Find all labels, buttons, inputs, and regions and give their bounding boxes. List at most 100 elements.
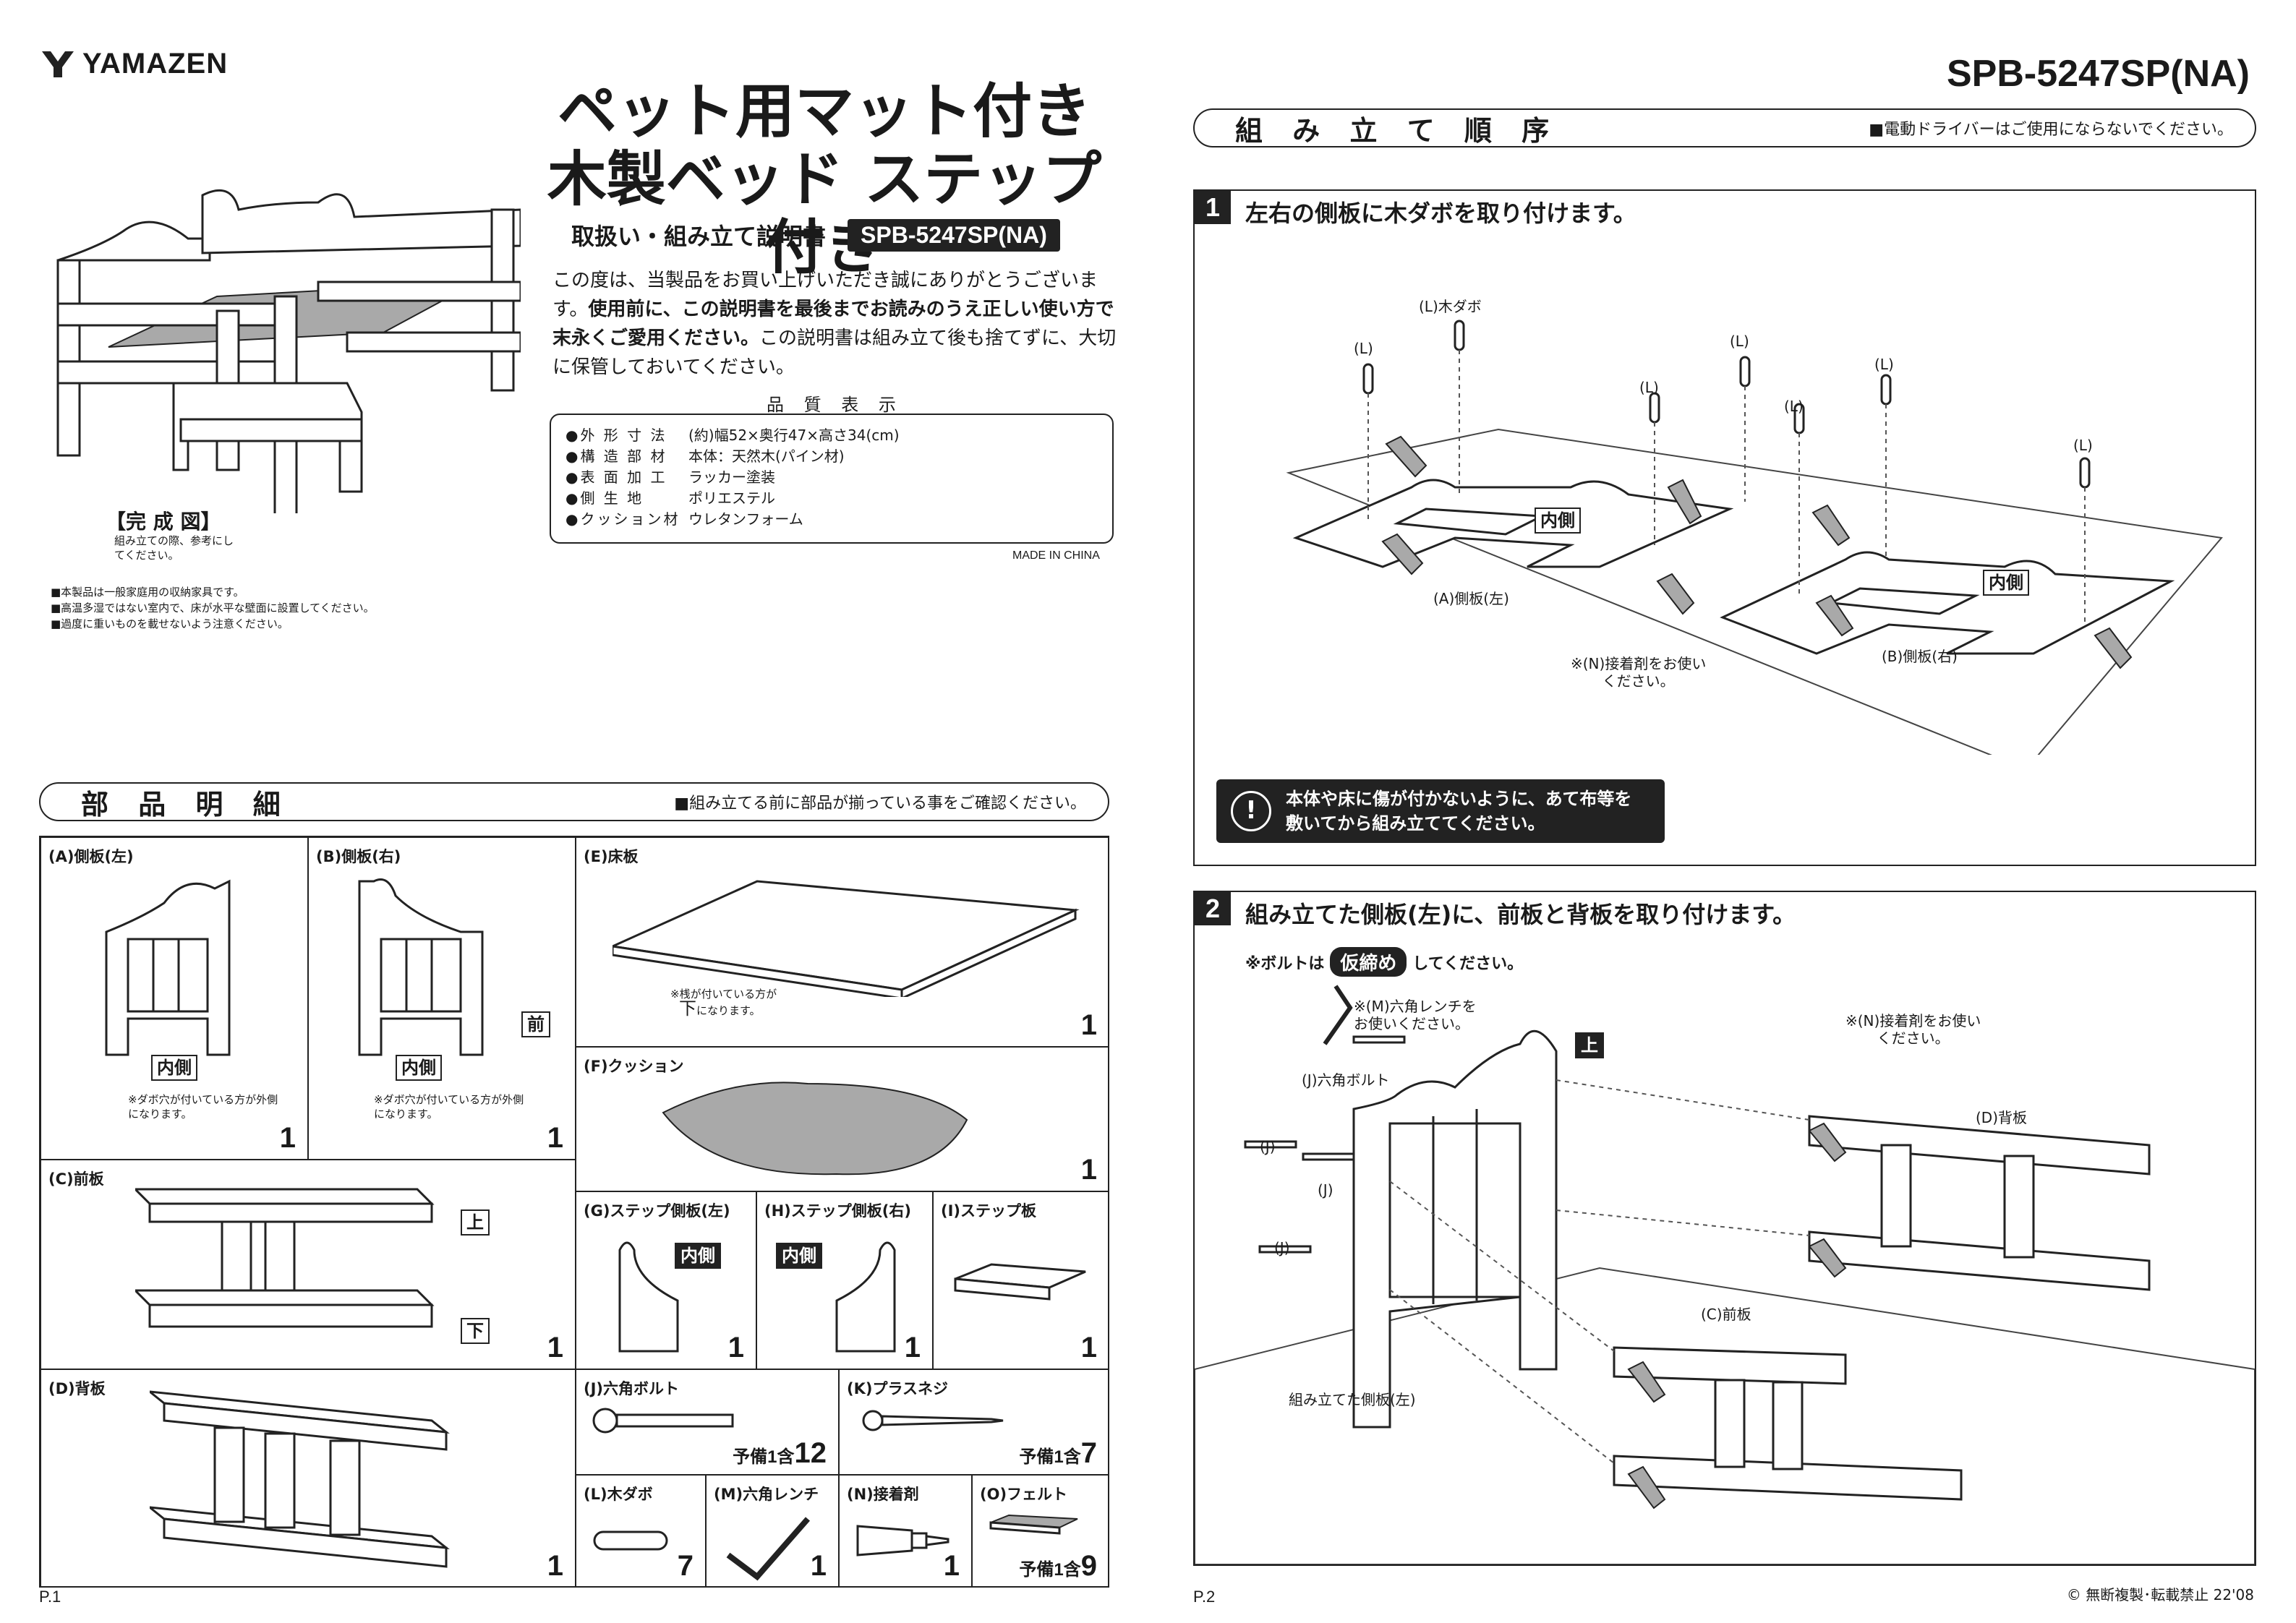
inner-tag: 内側 — [1983, 570, 2029, 596]
document-title: ペット用マット付き 木製ベッド ステップ付き — [521, 78, 1128, 282]
inner-tag: 内側 — [776, 1243, 822, 1269]
quality-row: ●外 形 寸 法(約)幅52×奥行47×高さ34(cm) — [566, 425, 1098, 446]
part-c: (C)前板 上 下 1 — [40, 1160, 576, 1369]
part-qty: 1 — [279, 1122, 296, 1154]
part-m: (M)六角レンチ 1 — [706, 1475, 839, 1588]
part-b-drawing — [358, 878, 484, 1056]
dowel-icon — [593, 1530, 668, 1551]
part-o: (O)フェルト 予備1含9 — [972, 1475, 1109, 1588]
part-i-drawing — [954, 1263, 1086, 1301]
quality-value: 本体：天然木(パイン材) — [688, 447, 845, 465]
quality-row: ●クッション材ウレタンフォーム — [566, 509, 1098, 530]
step-2-diagram — [1195, 985, 2255, 1564]
hex-wrench-icon — [726, 1517, 811, 1581]
l-label: (L) — [1730, 333, 1749, 350]
part-label: (H)ステップ側板(右) — [764, 1202, 911, 1220]
bottom-tag: 下 — [461, 1318, 490, 1344]
part-label: (B)側板(右) — [316, 848, 401, 865]
part-label: (K)プラスネジ — [847, 1380, 949, 1397]
caution-banner: ! 本体や床に傷が付かないように、あて布等を 敷いてから組み立ててください。 — [1216, 779, 1665, 843]
quality-value: ウレタンフォーム — [688, 510, 803, 528]
part-label: (N)接着剤 — [847, 1486, 919, 1503]
l-label: (L) — [1874, 356, 1894, 373]
spare-label: 予備1含 — [1019, 1560, 1081, 1580]
part-label: (O)フェルト — [980, 1486, 1068, 1503]
part-qty: 1 — [547, 1550, 563, 1582]
note-line: ■本製品は一般家庭用の収納家具です。 — [51, 586, 244, 599]
dowel-label: (L)木ダボ — [1419, 298, 1482, 315]
assembly-section-header: 組 み 立 て 順 序 ■電動ドライバーはご使用にならないでください。 — [1193, 108, 2256, 147]
yamazen-logo-icon — [42, 51, 74, 77]
part-label: (L)木ダボ — [584, 1486, 653, 1503]
l-label: (L) — [1354, 340, 1373, 357]
hex-bolt-icon — [592, 1408, 734, 1434]
parts-heading: 部 品 明 細 — [81, 788, 291, 821]
quality-row: ●構 造 部 材 本体：天然木(パイン材) — [566, 446, 1098, 467]
part-l: (L)木ダボ 7 — [576, 1475, 706, 1588]
part-d-drawing — [150, 1390, 450, 1568]
qty-value: 9 — [1080, 1550, 1097, 1582]
step-title: 左右の側板に木ダボを取り付けます。 — [1245, 200, 1636, 227]
part-qty: 1 — [1080, 1154, 1097, 1186]
inner-tag: 内側 — [396, 1055, 442, 1081]
subtitle: 取扱い・組み立て説明書 — [571, 223, 827, 250]
part-e: (E)床板 ※桟が付いている方が 下になります。 1 — [576, 837, 1109, 1047]
part-qty: 1 — [547, 1122, 563, 1154]
part-f: (F)クッション 1 — [576, 1047, 1109, 1191]
part-n: (N)接着剤 1 — [839, 1475, 972, 1588]
general-notes: ■本製品は一般家庭用の収納家具です。 ■高温多湿ではない室内で、床が水平な壁面に… — [51, 584, 375, 632]
quality-key: ●表 面 加 工 — [566, 468, 667, 486]
glue-note: ※(N)接着剤をお使い ください。 — [1845, 1012, 1981, 1047]
part-b: (B)側板(右) 内側 前 ※ダボ穴が付いている方が外側になります。 1 — [308, 837, 576, 1160]
l-label: (L) — [1639, 379, 1659, 396]
quality-value: ラッカー塗装 — [688, 468, 775, 486]
j-label: (J) — [1274, 1239, 1290, 1256]
back-panel-label: (D)背板 — [1976, 1109, 2028, 1126]
part-label: (M)六角レンチ — [714, 1486, 819, 1503]
glue-note-line2: ください。 — [1602, 672, 1675, 690]
qty-value: 12 — [794, 1437, 827, 1469]
top-tag: 上 — [1575, 1032, 1604, 1058]
part-label: (A)側板(左) — [48, 848, 134, 865]
intro-p2: 使用前に、この説明書を最後までお読みのうえ正しい使い方で末永くご愛用ください。 — [552, 299, 1114, 349]
part-e-drawing — [613, 880, 1080, 997]
part-qty: 予備1含9 — [1019, 1550, 1097, 1583]
wrench-note: ※(M)六角レンチを お使いください。 — [1354, 998, 1477, 1032]
part-a-drawing — [105, 879, 231, 1056]
part-qty: 1 — [1080, 1332, 1097, 1363]
bolt-pre: ※ボルトは — [1245, 954, 1325, 973]
part-e-note2: 下になります。 — [679, 1000, 761, 1018]
side-b-label: (B)側板(右) — [1882, 648, 1958, 665]
made-in: MADE IN CHINA — [1012, 549, 1100, 562]
quality-box: ●外 形 寸 法(約)幅52×奥行47×高さ34(cm) ●構 造 部 材 本体：… — [550, 414, 1114, 544]
qty-value: 7 — [1080, 1437, 1097, 1469]
j-label: (J) — [1318, 1181, 1333, 1199]
parts-section-header: 部 品 明 細 ■組み立てる前に部品が揃っている事をご確認ください。 — [39, 782, 1109, 821]
j-label: (J) — [1260, 1138, 1276, 1155]
assembly-note: ■電動ドライバーはご使用にならないでください。 — [1869, 121, 2233, 139]
intro-p1: この度は、当製品をお買い上げいただき誠にありがとうございます。 — [552, 270, 1098, 320]
quality-row: ●表 面 加 工 ラッカー塗装 — [566, 467, 1098, 488]
felt-pad-icon — [989, 1514, 1078, 1535]
step-title: 組み立てた側板(左)に、前板と背板を取り付けます。 — [1245, 901, 1796, 928]
part-qty: 7 — [677, 1550, 694, 1582]
intro-p3: この説明書は組み立て後も捨てずに、大切に保管しておいてください。 — [552, 327, 1117, 378]
step-2: 2 組み立てた側板(左)に、前板と背板を取り付けます。 ※ボルトは 仮締め して… — [1193, 891, 2256, 1566]
part-label: (J)六角ボルト — [584, 1380, 680, 1397]
quality-row: ●側 生 地ポリエステル — [566, 488, 1098, 509]
part-label: (E)床板 — [584, 848, 639, 865]
step-number: 1 — [1195, 191, 1231, 224]
part-d: (D)背板 1 — [40, 1369, 576, 1588]
part-j: (J)六角ボルト 予備1含12 — [576, 1369, 839, 1475]
temporary-tighten-badge: 仮締め — [1330, 947, 1407, 977]
part-c-drawing — [135, 1188, 435, 1328]
part-g: (G)ステップ側板(左) 内側 1 — [576, 1191, 756, 1369]
exclamation-icon: ! — [1231, 791, 1271, 831]
top-tag: 上 — [461, 1209, 490, 1236]
front-panel-label: (C)前板 — [1701, 1306, 1751, 1323]
l-label: (L) — [2073, 437, 2093, 454]
step-number: 2 — [1195, 892, 1231, 925]
quality-key: ●構 造 部 材 — [566, 447, 667, 465]
glue-note-line1: ※(N)接着剤をお使い — [1845, 1012, 1981, 1029]
part-label: (I)ステップ板 — [941, 1202, 1037, 1220]
